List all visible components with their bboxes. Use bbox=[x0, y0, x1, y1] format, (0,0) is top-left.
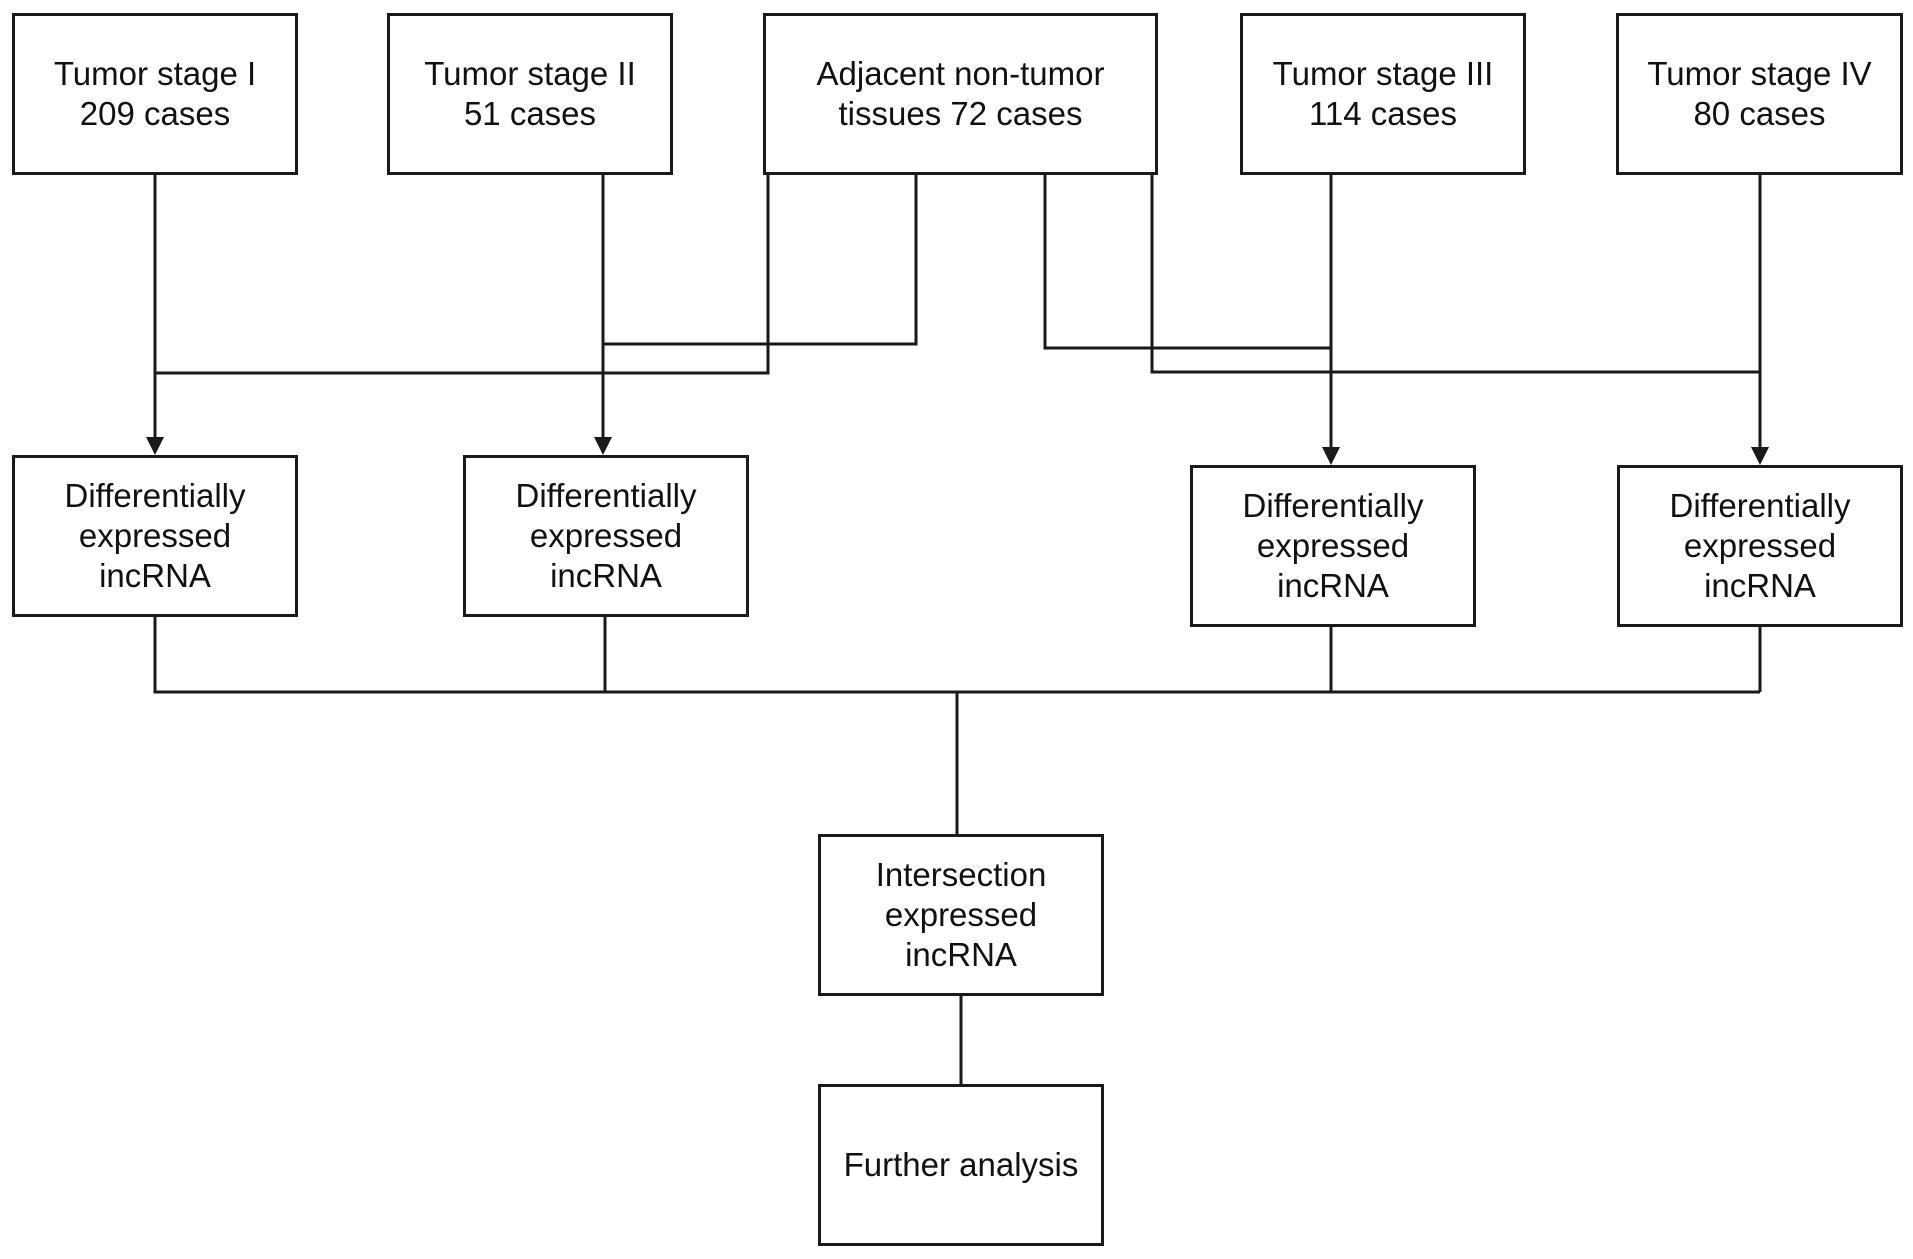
box-label-line: incRNA bbox=[905, 936, 1017, 973]
box-label-line: Tumor stage I bbox=[53, 55, 257, 92]
box-label-line: expressed bbox=[884, 896, 1038, 933]
box-tumor-stage-1: Tumor stage I 209 cases bbox=[12, 13, 298, 175]
arrowhead-deg1 bbox=[146, 437, 164, 455]
box-label-line: Differentially bbox=[64, 477, 246, 514]
box-differentially-expressed-3: Differentially expressed incRNA bbox=[1190, 465, 1476, 627]
box-label-line: expressed bbox=[1683, 527, 1837, 564]
arrowhead-deg2 bbox=[594, 437, 612, 455]
box-differentially-expressed-1: Differentially expressed incRNA bbox=[12, 455, 298, 617]
box-label-line: Tumor stage IV bbox=[1647, 55, 1872, 92]
box-label-line: 51 cases bbox=[463, 95, 597, 132]
arrowhead-deg4 bbox=[1751, 447, 1769, 465]
box-label-line: Tumor stage II bbox=[424, 55, 636, 92]
connector-adjacent-deg2 bbox=[603, 173, 918, 346]
box-label-line: Further analysis bbox=[843, 1146, 1079, 1183]
box-label-line: incRNA bbox=[550, 557, 662, 594]
box-label-line: expressed bbox=[529, 517, 683, 554]
box-label-line: expressed bbox=[1256, 527, 1410, 564]
box-differentially-expressed-2: Differentially expressed incRNA bbox=[463, 455, 749, 617]
box-label-line: incRNA bbox=[1277, 567, 1389, 604]
box-further-analysis: Further analysis bbox=[818, 1084, 1104, 1246]
connector-adjacent-deg3 bbox=[1043, 173, 1331, 350]
box-label-line: Intersection bbox=[875, 856, 1047, 893]
box-differentially-expressed-4: Differentially expressed incRNA bbox=[1617, 465, 1903, 627]
box-label-line: Differentially bbox=[1242, 487, 1424, 524]
box-tumor-stage-3: Tumor stage III 114 cases bbox=[1240, 13, 1526, 175]
box-label-line: 209 cases bbox=[79, 95, 231, 132]
box-tumor-stage-2: Tumor stage II 51 cases bbox=[387, 13, 673, 175]
box-label-line: Adjacent non-tumor bbox=[816, 55, 1105, 92]
connector-adjacent-deg1 bbox=[155, 173, 770, 375]
box-intersection-expressed: Intersection expressed incRNA bbox=[818, 834, 1104, 996]
box-label-line: incRNA bbox=[99, 557, 211, 594]
box-label-line: Differentially bbox=[1669, 487, 1851, 524]
box-tumor-stage-4: Tumor stage IV 80 cases bbox=[1616, 13, 1903, 175]
box-label-line: tissues 72 cases bbox=[838, 95, 1083, 132]
box-label-line: expressed bbox=[78, 517, 232, 554]
box-label-line: 80 cases bbox=[1693, 95, 1826, 132]
connector-adjacent-deg4 bbox=[1150, 173, 1760, 374]
box-label-line: Tumor stage III bbox=[1272, 55, 1494, 92]
box-label-line: 114 cases bbox=[1309, 95, 1457, 132]
merge-line bbox=[153, 617, 1760, 694]
box-label-line: incRNA bbox=[1704, 567, 1816, 604]
arrowhead-deg3 bbox=[1322, 447, 1340, 465]
box-adjacent-non-tumor: Adjacent non-tumor tissues 72 cases bbox=[763, 13, 1158, 175]
box-label-line: Differentially bbox=[515, 477, 697, 514]
